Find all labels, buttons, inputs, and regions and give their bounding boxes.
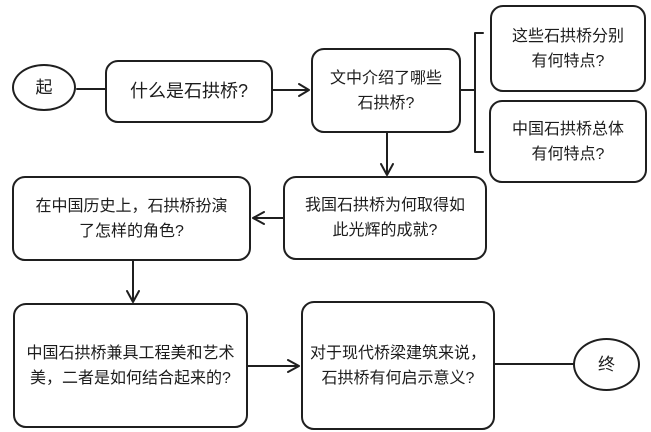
- node-why-glorious-achievements: 我国石拱桥为何取得如 此光辉的成就?: [283, 176, 487, 260]
- node-engineering-and-artistic-beauty: 中国石拱桥兼具工程美和艺术 美，二者是如何结合起来的?: [13, 303, 248, 428]
- edge-q1-q2-arrow: [272, 83, 310, 97]
- node-label: 这些石拱桥分别 有何特点?: [511, 27, 624, 70]
- node-label: 我国石拱桥为何取得如 此光辉的成就?: [304, 197, 465, 239]
- start-terminator: 起: [12, 64, 76, 111]
- node-inspiration-for-modern-bridges: 对于现代桥梁建筑来说， 石拱桥有何启示意义?: [301, 301, 495, 430]
- node-label: 对于现代桥梁建筑来说， 石拱桥有何启示意义?: [310, 344, 487, 387]
- edge-q4-q5-arrow: [126, 260, 140, 303]
- node-label: 中国石拱桥总体 有何特点?: [511, 120, 624, 163]
- node-which-bridges-introduced: 文中介绍了哪些 石拱桥?: [311, 48, 461, 133]
- node-label: 中国石拱桥兼具工程美和艺术 美，二者是如何结合起来的?: [26, 344, 235, 387]
- edge-q2-q3-arrow: [380, 132, 394, 176]
- node-individual-features: 这些石拱桥分别 有何特点?: [490, 5, 646, 92]
- end-terminator: 终: [573, 338, 640, 391]
- node-label: 什么是石拱桥?: [129, 81, 248, 101]
- end-label: 终: [598, 355, 615, 374]
- edge-q5-q6-arrow: [247, 359, 300, 373]
- node-label: 在中国历史上，石拱桥扮演 了怎样的角色?: [35, 197, 228, 240]
- start-label: 起: [35, 78, 53, 97]
- node-label: 文中介绍了哪些 石拱桥?: [329, 69, 442, 112]
- bracket-group-icon: [474, 32, 484, 153]
- node-overall-features: 中国石拱桥总体 有何特点?: [489, 100, 647, 183]
- node-role-in-chinese-history: 在中国历史上，石拱桥扮演 了怎样的角色?: [12, 176, 251, 261]
- node-what-is-stone-arch-bridge: 什么是石拱桥?: [105, 60, 273, 123]
- edge-q3-q4-arrow: [252, 211, 284, 225]
